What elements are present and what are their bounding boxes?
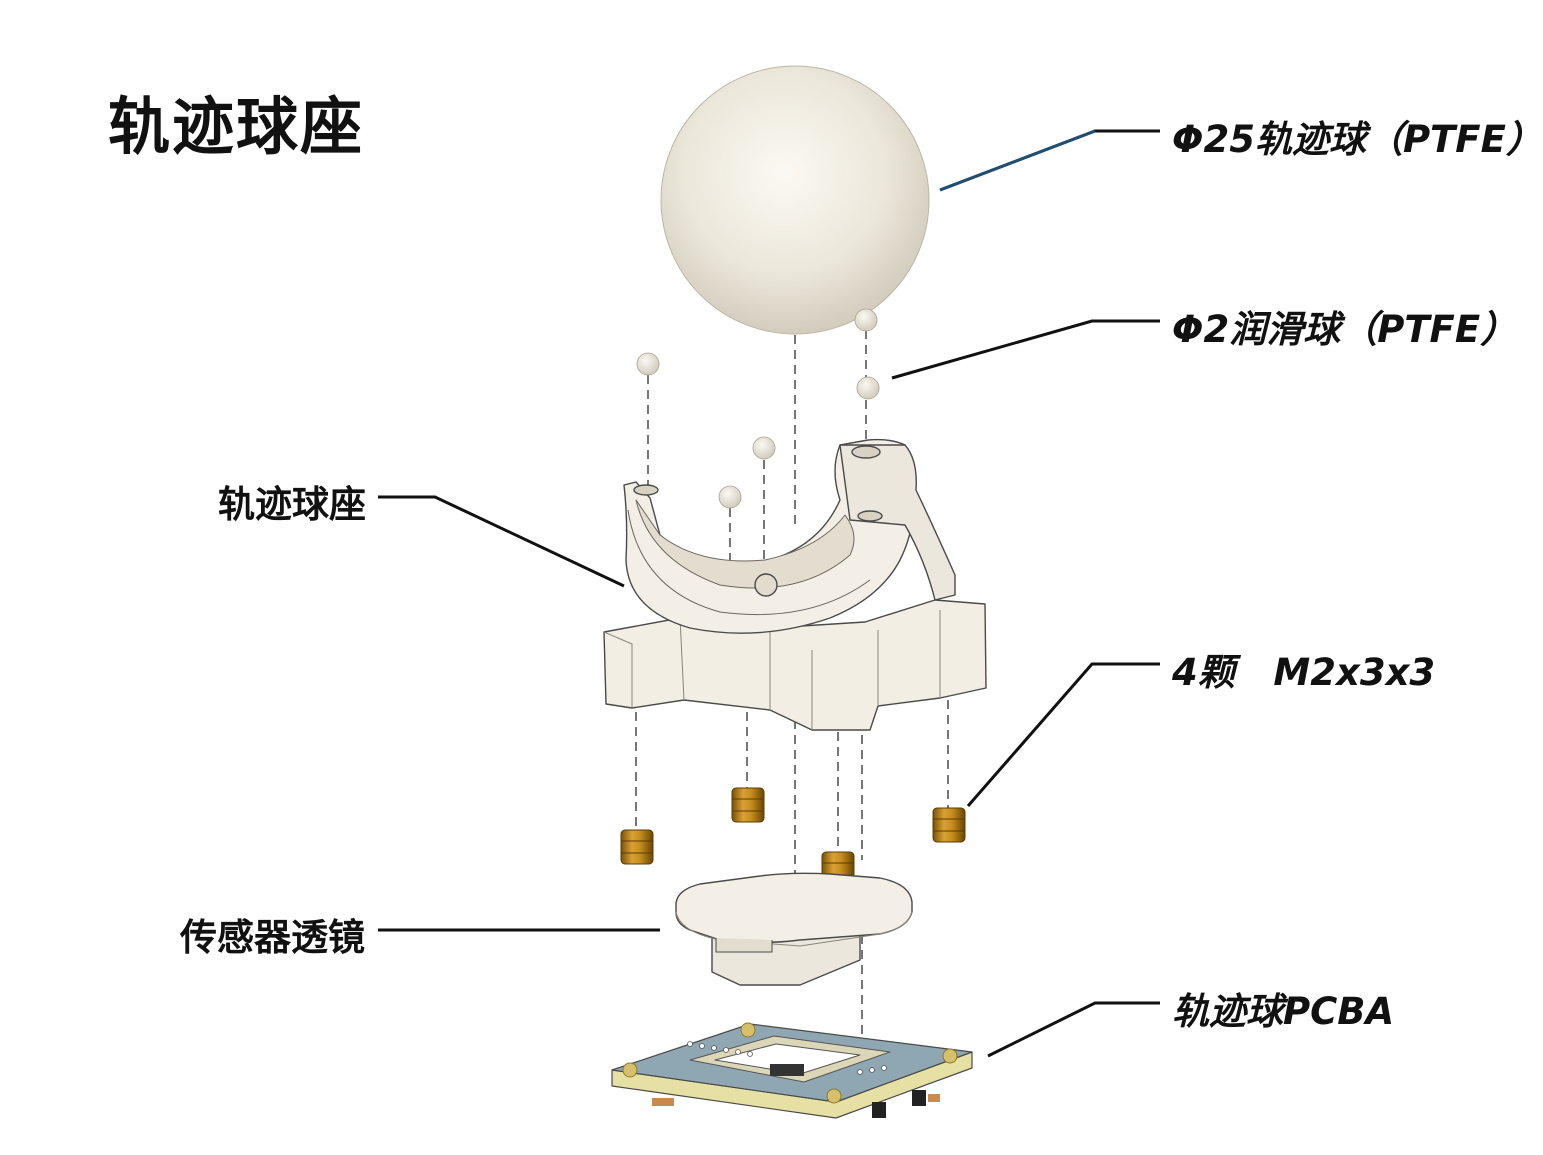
seat-cradle-rim bbox=[627, 509, 871, 616]
seat-base bbox=[603, 599, 987, 731]
leader-seat bbox=[378, 495, 625, 588]
callout-ball-2: Φ2润滑球（PTFE） bbox=[1172, 308, 1518, 351]
leader-ball-2 bbox=[891, 319, 1160, 380]
pcb-pad bbox=[622, 1062, 638, 1078]
leader-lines bbox=[378, 129, 1160, 1058]
insert bbox=[620, 829, 654, 865]
seat-pocket bbox=[857, 510, 883, 522]
pcb-pad bbox=[740, 1022, 756, 1038]
lube-ball bbox=[636, 352, 660, 376]
leader-pcba bbox=[987, 1001, 1160, 1058]
seat-base-facets bbox=[603, 610, 941, 730]
lube-ball bbox=[856, 376, 880, 400]
lens-plate bbox=[675, 872, 913, 944]
insert bbox=[932, 807, 966, 843]
lube-ball bbox=[718, 485, 742, 509]
seat-pocket bbox=[851, 445, 881, 459]
callout-seat: 轨迹球座 bbox=[218, 483, 366, 526]
pcb-component bbox=[872, 1102, 886, 1118]
seat-right-post bbox=[839, 444, 956, 601]
sensor-lens bbox=[675, 872, 913, 986]
callout-ball-25: Φ25轨迹球（PTFE） bbox=[1172, 118, 1543, 161]
leader-ball-25 bbox=[939, 129, 1160, 192]
seat-center-hole bbox=[754, 573, 778, 597]
pcb-header-pins bbox=[687, 1041, 887, 1075]
seat-pocket bbox=[633, 484, 659, 496]
lube-ball bbox=[752, 436, 776, 460]
sensor-chip bbox=[770, 1064, 804, 1076]
pcb-component bbox=[928, 1094, 940, 1102]
pcb-component bbox=[912, 1090, 926, 1106]
callout-lens: 传感器透镜 bbox=[180, 916, 365, 959]
pcb-component bbox=[652, 1098, 674, 1106]
lube-ball bbox=[854, 308, 878, 332]
exploded-assembly-drawing bbox=[378, 65, 1160, 1119]
trackball-seat bbox=[603, 438, 987, 731]
trackball-pcba bbox=[611, 1022, 973, 1119]
leader-inserts bbox=[966, 662, 1160, 807]
lens-notch bbox=[715, 938, 773, 953]
threaded-inserts bbox=[620, 787, 966, 887]
seat-cradle-inner bbox=[635, 499, 855, 589]
pcb-pad bbox=[942, 1048, 958, 1064]
callout-inserts: 4颗 M2x3x3 bbox=[1172, 651, 1436, 694]
callout-pcba: 轨迹球PCBA bbox=[1172, 990, 1395, 1033]
exploded-view-diagram: 轨迹球座 Φ25轨迹球（PTFE） Φ2润滑球（PTFE） 轨迹球座 4颗 M2… bbox=[108, 65, 1543, 1119]
trackball-25mm bbox=[660, 65, 930, 335]
leader-ball-25-accent bbox=[939, 129, 1096, 192]
pcb-pad bbox=[826, 1088, 842, 1104]
diagram-title: 轨迹球座 bbox=[108, 90, 365, 163]
insert bbox=[731, 787, 765, 823]
lens-plate-edge bbox=[675, 911, 913, 947]
